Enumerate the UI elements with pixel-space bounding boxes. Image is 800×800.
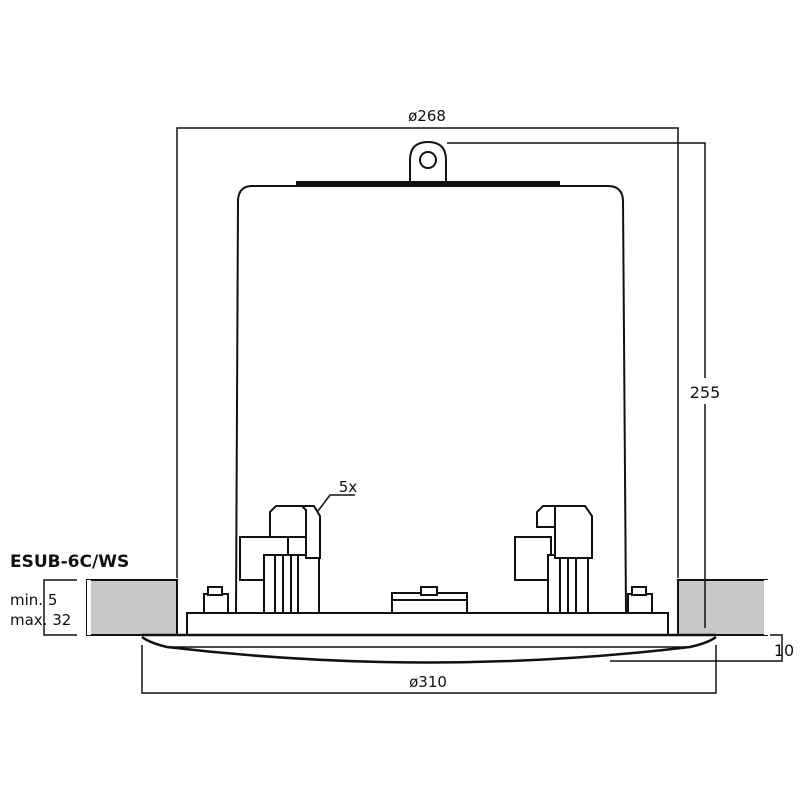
cutout-diameter-label: ø268 xyxy=(408,107,446,125)
ceiling-left xyxy=(86,579,178,636)
max-thickness-label: max. 32 xyxy=(10,611,71,629)
clamp-right xyxy=(514,505,593,614)
depth-label: 255 xyxy=(690,383,721,402)
front-grille xyxy=(141,633,717,664)
overall-diameter-label: ø310 xyxy=(409,673,447,691)
model-label: ESUB-6C/WS xyxy=(10,552,129,572)
terminal-block xyxy=(391,586,468,614)
ceiling-right xyxy=(677,579,768,636)
min-thickness-label: min. 5 xyxy=(10,591,57,609)
dimension-lines xyxy=(43,127,783,694)
clamp-count-label: 5x xyxy=(339,478,358,496)
speaker-housing xyxy=(235,185,627,613)
mounting-eyelet xyxy=(409,140,447,183)
mounting-plate xyxy=(186,612,669,636)
clamp-left xyxy=(239,505,321,614)
screw-left xyxy=(203,586,229,614)
bezel-height-label: 10 xyxy=(774,641,794,660)
screw-right xyxy=(627,586,653,614)
